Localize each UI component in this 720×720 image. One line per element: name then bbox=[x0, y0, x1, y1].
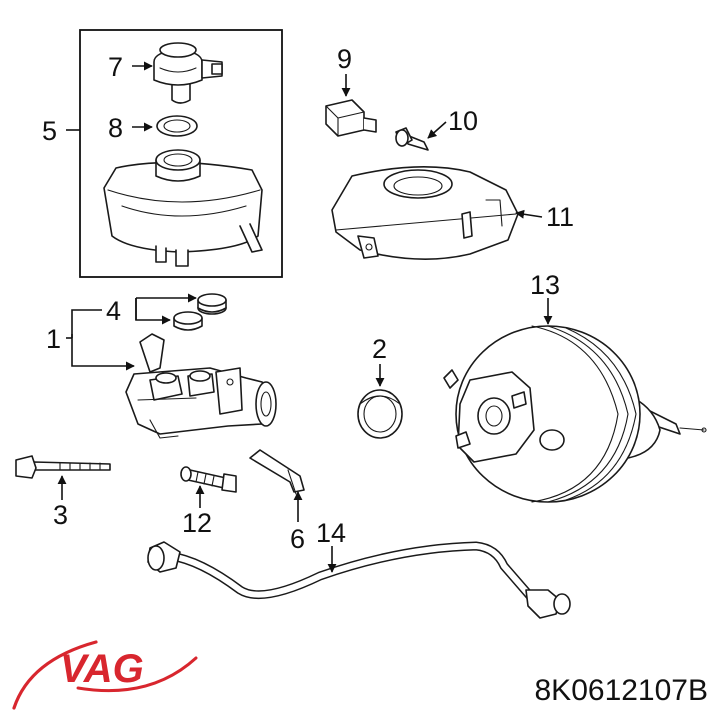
reservoir-grommet-upper-part bbox=[197, 293, 227, 315]
callout-12: 12 bbox=[182, 508, 212, 538]
callout-13: 13 bbox=[530, 270, 560, 300]
booster-seal-ring-part bbox=[357, 389, 403, 439]
mounting-bolt-part bbox=[180, 466, 237, 493]
small-bolt-part bbox=[395, 127, 429, 151]
callout-2: 2 bbox=[372, 334, 387, 364]
callout-1: 1 bbox=[46, 324, 61, 354]
callout-3: 3 bbox=[53, 500, 68, 530]
callout-10: 10 bbox=[448, 106, 478, 136]
callout-11: 11 bbox=[546, 202, 574, 232]
callout-5: 5 bbox=[42, 116, 57, 146]
vag-logo-underline bbox=[76, 656, 198, 693]
callout-9: 9 bbox=[337, 44, 352, 74]
master-cylinder-part bbox=[125, 333, 277, 439]
vag-logo-swoosh bbox=[12, 640, 98, 710]
callout-8: 8 bbox=[108, 113, 123, 143]
fluid-hose-part bbox=[249, 449, 305, 495]
callout-14: 14 bbox=[316, 518, 346, 548]
long-bolt-part bbox=[15, 455, 111, 479]
brake-booster-part bbox=[443, 325, 707, 503]
vag-logo-text: VAG bbox=[60, 647, 144, 691]
reservoir-grommet-lower-part bbox=[173, 311, 203, 331]
cap-seal-ring-part bbox=[156, 115, 198, 137]
pressure-sensor-part bbox=[325, 99, 377, 137]
callout-6: 6 bbox=[290, 524, 305, 554]
reservoir-group-frame bbox=[79, 29, 283, 278]
brake-fluid-reservoir-part bbox=[103, 149, 263, 267]
callout-7: 7 bbox=[108, 52, 123, 82]
vacuum-line-part bbox=[147, 541, 571, 619]
part-number: 8K0612107B bbox=[535, 674, 709, 707]
booster-cover-part bbox=[331, 166, 519, 260]
callout-4: 4 bbox=[106, 296, 121, 326]
reservoir-cap-part bbox=[153, 42, 223, 104]
leader-lines bbox=[57, 61, 553, 573]
vag-logo: VAG bbox=[12, 640, 198, 710]
